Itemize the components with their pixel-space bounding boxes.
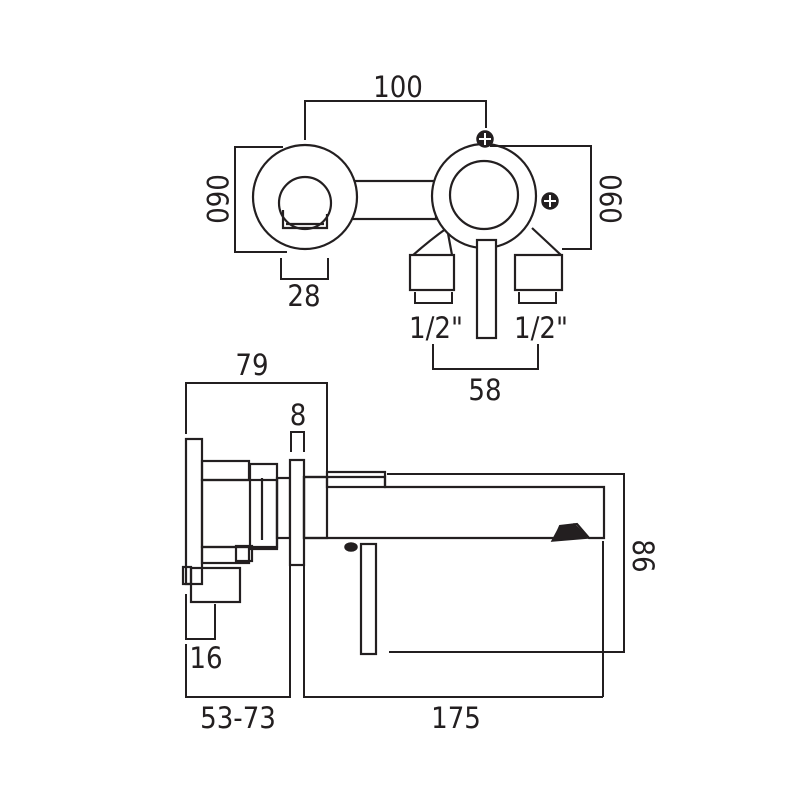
dim-line-pipe-right (518, 292, 557, 304)
dim-line-spout-length (303, 566, 603, 698)
side-lever (359, 542, 378, 656)
dim-handle-width: 28 (287, 279, 320, 313)
spout-shoulder (325, 470, 387, 489)
dim-pipe-spacing: 58 (468, 373, 501, 407)
dim-right-diameter: 060 (593, 174, 627, 224)
rear-plate (184, 437, 204, 586)
lever-pivot (344, 542, 358, 552)
dim-line-pipe-spacing (432, 344, 539, 370)
right-pipe-foot (513, 253, 564, 292)
dim-line-spout-height (387, 473, 625, 653)
dim-top-width: 100 (373, 70, 423, 104)
screw-icon (541, 192, 559, 210)
dim-wall-depth: 53-73 (200, 701, 276, 735)
spout-outlet (550, 523, 590, 542)
dim-line-right-diameter (490, 145, 592, 250)
connector-bar (350, 179, 438, 221)
valve-sleeve (275, 476, 292, 540)
dim-body-depth: 79 (235, 348, 268, 382)
dim-line-left-diameter (234, 146, 287, 253)
spout-collar (302, 475, 329, 540)
right-support-right (531, 227, 563, 257)
valve-body-main (200, 478, 279, 549)
dim-line-plate-thickness (290, 431, 305, 452)
dim-plate-thickness: 8 (290, 398, 307, 432)
wall-plate (288, 458, 306, 567)
dim-line-top-width (304, 100, 487, 140)
dim-pipe-left: 1/2" (409, 311, 463, 345)
inlet-stub (181, 565, 193, 586)
dim-line-body-depth (185, 382, 328, 473)
small-collar (234, 544, 254, 563)
side-view: 79 8 86 16 53-73 175 (181, 348, 660, 735)
dim-left-diameter: 060 (200, 174, 234, 224)
dim-bottom-step: 16 (189, 641, 222, 675)
dim-pipe-right: 1/2" (514, 311, 568, 345)
valve-cartridge (248, 462, 279, 551)
dim-line-wall-depth (185, 566, 291, 698)
dim-line-bottom-step (185, 594, 216, 640)
right-rosette (430, 142, 538, 250)
screw-icon (476, 130, 494, 148)
dim-spout-length: 175 (431, 701, 481, 735)
front-view: 100 060 060 28 1/2" 1/2" 58 (200, 70, 627, 407)
left-knob-handle (281, 210, 329, 230)
left-rosette (251, 143, 359, 251)
valve-body-lower (200, 545, 251, 565)
left-pipe-foot (408, 253, 456, 292)
dim-spout-height: 86 (626, 539, 660, 572)
dim-line-handle-width (280, 258, 329, 280)
valve-body-upper (200, 459, 251, 482)
dim-line-pipe-left (414, 292, 453, 304)
lever-handle (475, 238, 498, 340)
right-knob (448, 159, 520, 231)
